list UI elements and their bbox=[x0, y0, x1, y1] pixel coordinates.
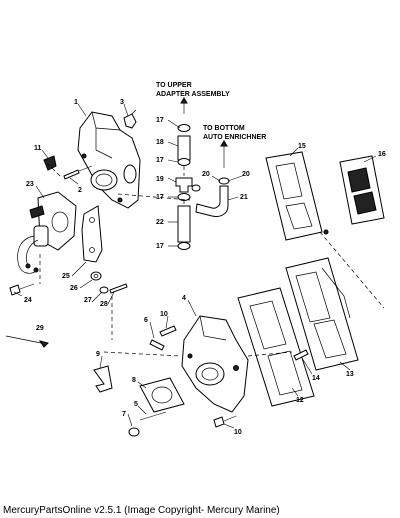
heading-bottom-line1: TO BOTTOM bbox=[203, 125, 245, 132]
callout-28: 28 bbox=[100, 301, 108, 308]
screw-10-upper bbox=[159, 325, 177, 337]
washer-26 bbox=[90, 271, 102, 281]
callout-29: 29 bbox=[36, 325, 44, 332]
callout-2: 2 bbox=[78, 187, 82, 194]
upper-adapter-arrowhead bbox=[180, 97, 188, 104]
enrichener-valve bbox=[17, 191, 77, 274]
screw-10-lower bbox=[213, 415, 237, 428]
upper-adapter-housing bbox=[77, 111, 141, 209]
heading-bottom-enrichner: TO BOTTOM AUTO ENRICHNER bbox=[203, 125, 266, 168]
alignment-lines bbox=[39, 159, 385, 357]
callout-8: 8 bbox=[132, 377, 136, 384]
callout-23: 23 bbox=[26, 181, 34, 188]
callout-10-lower: 10 bbox=[234, 429, 242, 436]
screw-5 bbox=[139, 411, 167, 421]
flange-gasket bbox=[139, 377, 185, 413]
washer-27 bbox=[99, 286, 109, 294]
enrichner-hose bbox=[191, 177, 230, 217]
callout-22: 22 bbox=[156, 219, 164, 226]
callout-14: 14 bbox=[312, 375, 320, 382]
callout-13: 13 bbox=[346, 371, 354, 378]
callout-18: 18 bbox=[156, 139, 164, 146]
callout-5: 5 bbox=[134, 401, 138, 408]
callout-17-b: 17 bbox=[156, 157, 164, 164]
callout-20-left: 20 bbox=[202, 171, 210, 178]
callout-3: 3 bbox=[120, 99, 124, 106]
callout-26: 26 bbox=[70, 285, 78, 292]
heading-upper-line2: ADAPTER ASSEMBLY bbox=[156, 91, 230, 98]
callout-27: 27 bbox=[84, 297, 92, 304]
mounting-bracket bbox=[81, 205, 103, 263]
callout-17-d: 17 bbox=[156, 243, 164, 250]
callout-labels: 1 2 3 4 5 6 7 8 9 10 10 11 12 13 14 15 1… bbox=[24, 99, 386, 436]
callout-17-c: 17 bbox=[156, 194, 164, 201]
leader-lines bbox=[13, 103, 377, 429]
bracket-clip bbox=[93, 365, 113, 393]
callout-11: 11 bbox=[34, 145, 42, 152]
hose-stack bbox=[175, 124, 193, 250]
reed-plate bbox=[285, 257, 359, 371]
callout-12: 12 bbox=[296, 397, 304, 404]
callout-1: 1 bbox=[74, 99, 78, 106]
clip bbox=[43, 155, 57, 171]
elbow-fitting bbox=[123, 109, 137, 129]
callout-10-upper: 10 bbox=[160, 311, 168, 318]
callout-16: 16 bbox=[378, 151, 386, 158]
gasket-upper bbox=[265, 151, 323, 241]
pin bbox=[149, 339, 165, 351]
callout-17-a: 17 bbox=[156, 117, 164, 124]
bottom-enrichner-arrowhead bbox=[220, 140, 228, 147]
callout-15: 15 bbox=[298, 143, 306, 150]
screw-24 bbox=[9, 283, 35, 296]
tie-strap bbox=[5, 335, 49, 348]
callout-19: 19 bbox=[156, 176, 164, 183]
callout-20-right: 20 bbox=[242, 171, 250, 178]
nut-7 bbox=[128, 427, 140, 437]
callout-6: 6 bbox=[144, 317, 148, 324]
screw-2 bbox=[63, 165, 93, 180]
heading-upper-line1: TO UPPER bbox=[156, 82, 192, 89]
callout-24: 24 bbox=[24, 297, 32, 304]
screw-14 bbox=[293, 349, 309, 361]
image-copyright-caption: MercuryPartsOnline v2.5.1 (Image Copyrig… bbox=[3, 505, 280, 516]
callout-9: 9 bbox=[96, 351, 100, 358]
heading-upper-adapter: TO UPPER ADAPTER ASSEMBLY bbox=[156, 82, 230, 114]
bolt-28 bbox=[109, 283, 128, 294]
callout-21: 21 bbox=[240, 194, 248, 201]
callout-25: 25 bbox=[62, 273, 70, 280]
reed-block bbox=[323, 155, 385, 235]
callout-4: 4 bbox=[182, 295, 186, 302]
callout-7: 7 bbox=[122, 411, 126, 418]
lower-adapter-housing bbox=[181, 315, 249, 413]
gasket-lower bbox=[237, 287, 315, 407]
heading-bottom-line2: AUTO ENRICHNER bbox=[203, 134, 266, 141]
